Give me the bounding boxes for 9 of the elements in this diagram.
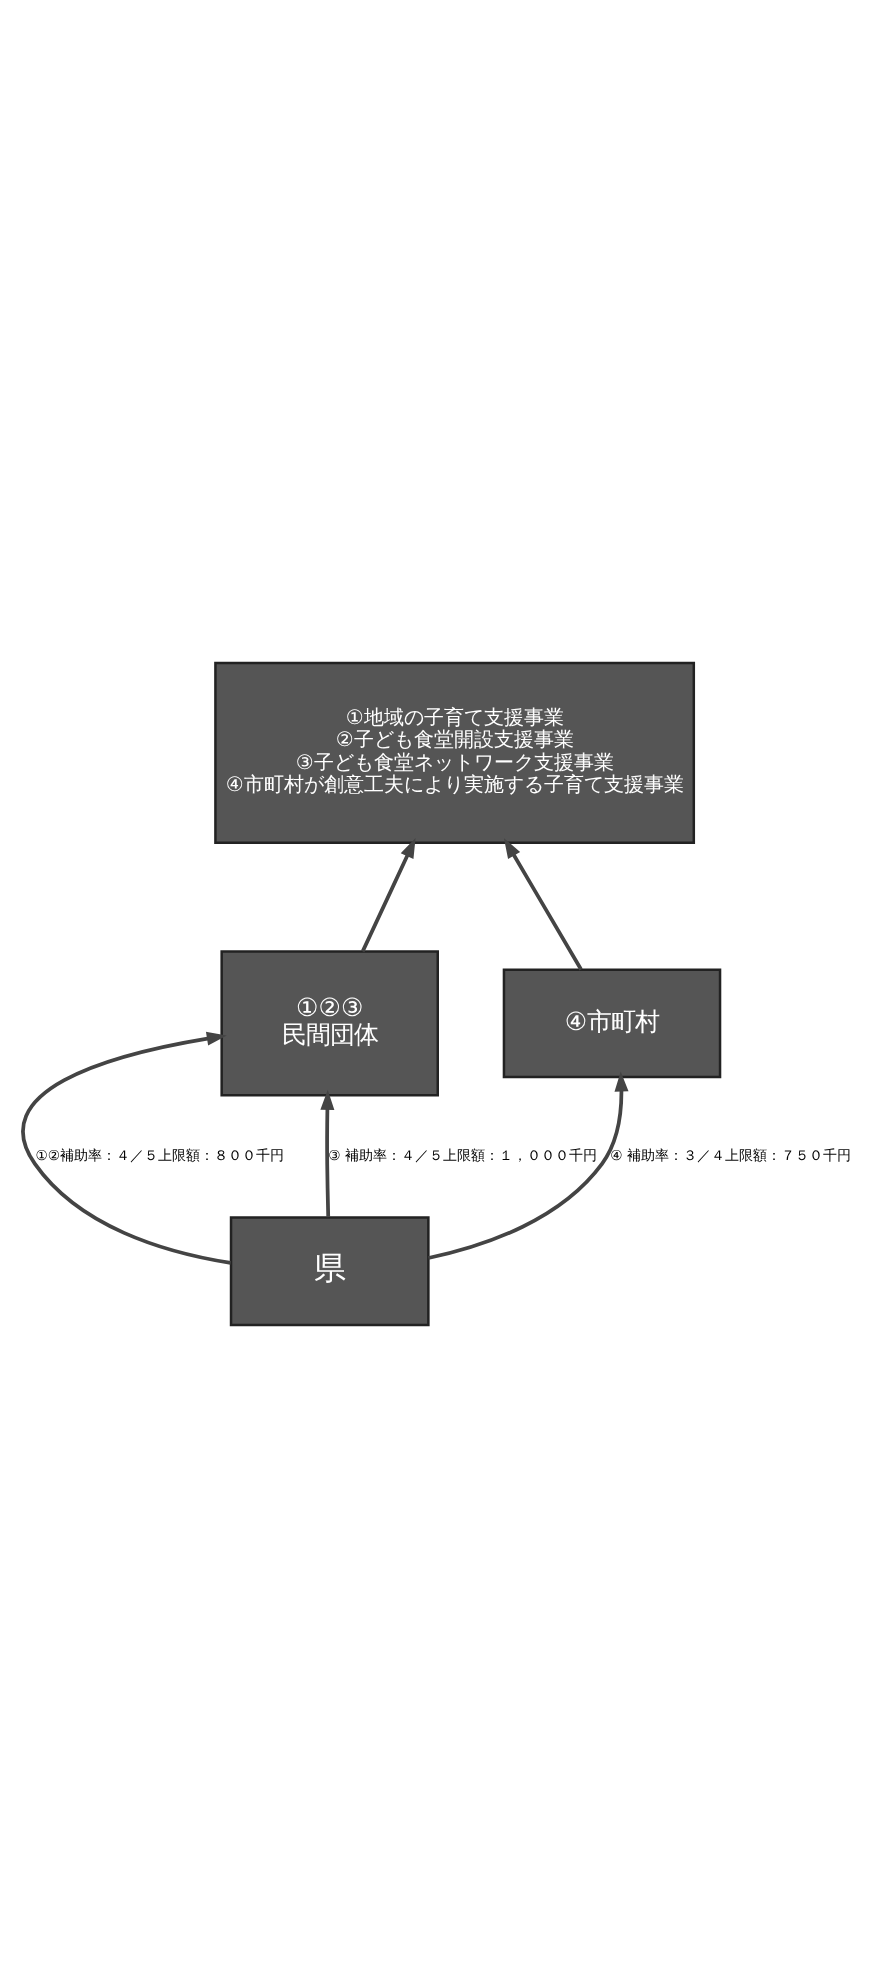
arrow	[428, 1071, 629, 1260]
node-box: ④市町村	[502, 968, 722, 1079]
node-box: 県	[229, 1216, 430, 1327]
node-box: ①②③ 民間団体	[220, 950, 439, 1097]
arrow	[21, 1031, 231, 1265]
arrow	[503, 838, 583, 971]
arrow	[320, 1089, 335, 1218]
node-box: ①地域の子育て支援事業 ②子ども食堂開設支援事業 ③子ども食堂ネットワーク支援事業 ④市町村が創意工夫により実施する子育て支援事業	[214, 661, 696, 845]
arrow	[361, 837, 416, 953]
